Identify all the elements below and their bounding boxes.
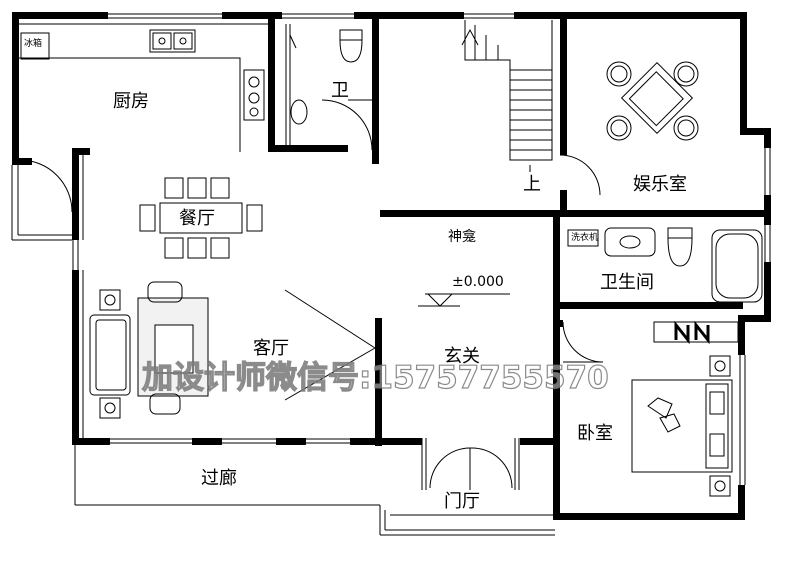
stairs-up-label: 上 bbox=[523, 174, 541, 195]
entry-doors bbox=[421, 321, 604, 490]
fridge-label: 冰箱 bbox=[24, 39, 43, 49]
dining-room-label: 餐厅 bbox=[179, 208, 215, 229]
bathroom-label: 卫生间 bbox=[600, 272, 654, 293]
foyer-label: 玄关 bbox=[444, 346, 480, 367]
window-lines bbox=[72, 13, 771, 485]
game-table bbox=[606, 61, 699, 141]
living-room-label: 客厅 bbox=[253, 338, 289, 359]
kitchen-label: 厨房 bbox=[113, 91, 149, 112]
corridor-label: 过廊 bbox=[201, 468, 237, 489]
porch-outline bbox=[11, 165, 555, 536]
staircase bbox=[461, 20, 601, 196]
wardrobe-symbol bbox=[674, 320, 710, 345]
small-bath-label: 卫 bbox=[331, 80, 349, 101]
washer-label: 洗衣机 bbox=[571, 233, 599, 243]
kitchen-counter bbox=[19, 23, 268, 213]
elevation-label: ±0.000 bbox=[452, 274, 504, 290]
small-bath-fixtures bbox=[285, 24, 373, 151]
dining-table bbox=[139, 177, 263, 259]
exterior-walls bbox=[12, 12, 771, 520]
living-furniture bbox=[89, 281, 376, 419]
bedroom-furniture bbox=[631, 321, 739, 497]
elevation-marker bbox=[418, 293, 510, 307]
bedroom-label: 卧室 bbox=[577, 423, 613, 444]
entry-hall-label: 门厅 bbox=[444, 491, 480, 512]
shrine-label: 神龛 bbox=[448, 229, 476, 245]
watermark-text: 加设计师微信号:15757755570 bbox=[141, 360, 609, 396]
bathroom-fixtures bbox=[567, 227, 763, 303]
entertainment-room-label: 娱乐室 bbox=[633, 174, 687, 195]
